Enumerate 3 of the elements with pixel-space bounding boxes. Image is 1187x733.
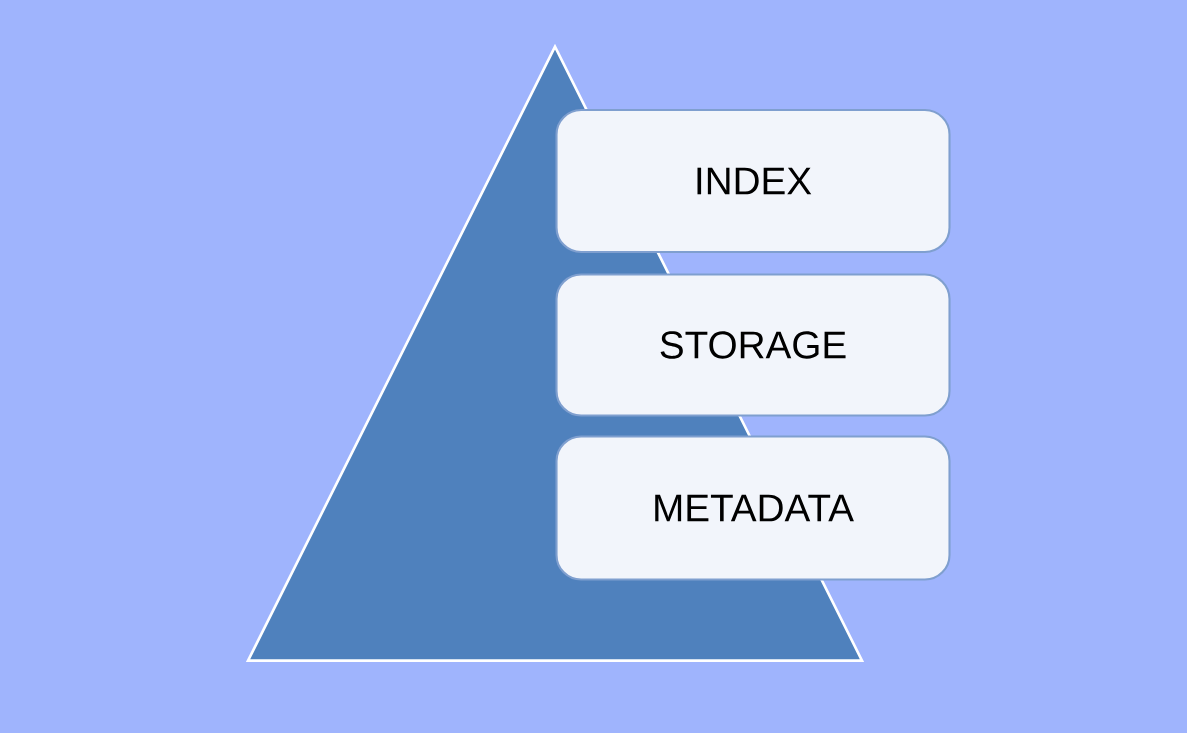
- layer-box: STORAGE: [555, 273, 951, 417]
- layer-box: INDEX: [555, 108, 951, 254]
- layer-box: METADATA: [555, 435, 951, 581]
